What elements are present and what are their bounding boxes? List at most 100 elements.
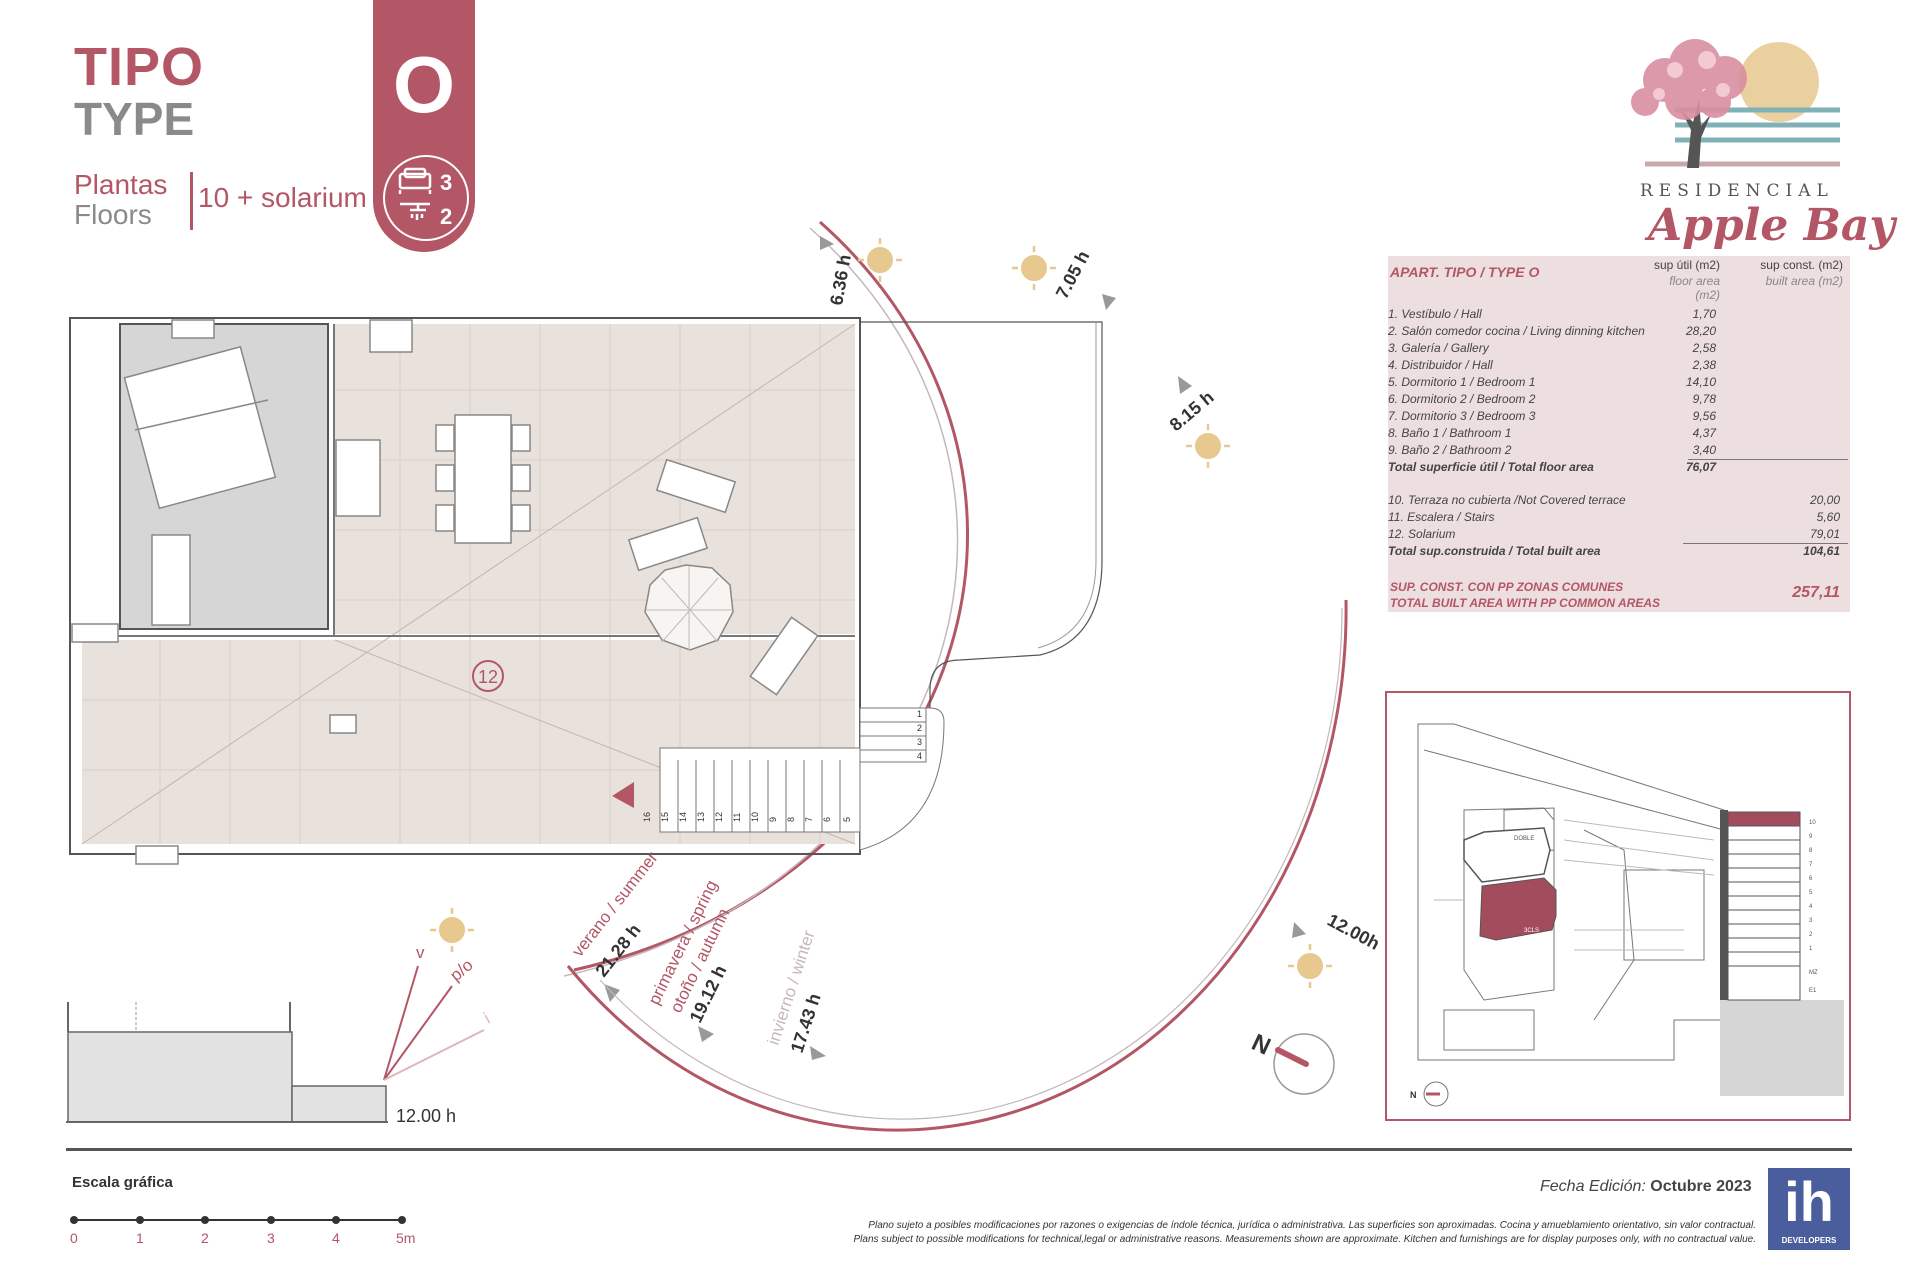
- stair-step: 5: [842, 817, 852, 822]
- room-label: 8. Baño 1 / Bathroom 1: [1388, 426, 1512, 440]
- keyplan-north: N: [1410, 1090, 1417, 1100]
- ray-label-po: p/o: [446, 955, 476, 985]
- brand-word: RESIDENCIAL: [1640, 181, 1834, 201]
- room-label: 7. Dormitorio 3 / Bedroom 3: [1388, 409, 1536, 423]
- keyplan-floor-label: 2: [1809, 932, 1813, 938]
- sun-marker-icon: [698, 1026, 714, 1042]
- scale-label: Escala gráfica: [72, 1174, 173, 1191]
- floors-label-en: Floors: [74, 199, 152, 230]
- table-row: 10. Terraza no cubierta /Not Covered ter…: [1388, 492, 1850, 509]
- col2-heading-es: sup const. (m2): [1760, 258, 1843, 272]
- sun-ray-spring: [383, 985, 453, 1081]
- scale-tick: 1: [136, 1230, 144, 1246]
- stair-step: 12: [714, 812, 724, 822]
- room-value: 1,70: [1692, 307, 1716, 321]
- stair-step: 4: [917, 751, 922, 761]
- extra-label: 12. Solarium: [1388, 527, 1456, 541]
- common-value: 257,11: [1792, 584, 1840, 601]
- scale-tick: 0: [70, 1230, 78, 1246]
- extra-value: 5,60: [1816, 510, 1840, 524]
- floor-plan: 12 1 2 3 4 16 15 14 13 12 11 10 9 8 7 6 …: [66, 220, 1383, 1132]
- disclaimer-en: Plans subject to possible modifications …: [853, 1234, 1756, 1245]
- shower-icon: [400, 202, 430, 220]
- table-row: 2. Salón comedor cocina / Living dinning…: [1388, 323, 1850, 340]
- stair-step: 16: [642, 812, 652, 822]
- stair-step: 9: [768, 817, 778, 822]
- sun-marker-icon: [1102, 294, 1116, 310]
- extra-value: 79,01: [1809, 527, 1840, 541]
- sun-marker-icon: [1178, 376, 1192, 394]
- divider: [1683, 543, 1848, 544]
- keyplan-floor-label: 10: [1809, 820, 1816, 826]
- room-value: 14,10: [1685, 375, 1716, 389]
- sun-time-2: 7.05 h: [1052, 247, 1094, 301]
- bathroom-count: 2: [440, 204, 453, 229]
- sun-ray-winter: [383, 1029, 485, 1081]
- room-number: 12: [478, 667, 498, 687]
- section-building: [67, 1031, 293, 1123]
- stair-step: 1: [917, 709, 922, 719]
- key-plan: DOBLE 3CLS 10 9 8 7 6 5 4 3 2 1 MZ E1 N: [1385, 691, 1851, 1121]
- extra-label: 11. Escalera / Stairs: [1388, 510, 1495, 524]
- room-marker: [472, 660, 504, 692]
- col1-heading-en: floor area (m2): [1669, 274, 1720, 302]
- keyplan-floor-label: 3: [1809, 918, 1813, 924]
- room-value: 3,40: [1692, 443, 1716, 457]
- area-table: APART. TIPO / TYPE O sup útil (m2) floor…: [1388, 256, 1850, 612]
- developer-logo-sub: DEVELOPERS: [1781, 1236, 1837, 1245]
- total-floor-value: 76,07: [1685, 460, 1716, 474]
- room-label: 3. Galería / Gallery: [1388, 341, 1489, 355]
- stair-step: 15: [660, 812, 670, 822]
- edition-date: Fecha Edición: Octubre 2023: [1540, 1178, 1752, 1196]
- sun-time-4: 12.00h: [1324, 910, 1383, 954]
- keyplan-floor-label: MZ: [1809, 970, 1818, 976]
- stair-step: 11: [732, 813, 742, 822]
- stair-step: 2: [917, 723, 922, 733]
- sun-time-3: 8.15 h: [1166, 387, 1218, 435]
- stair-step: 3: [917, 737, 922, 747]
- disclaimer-es: Plano sujeto a posibles modificaciones p…: [868, 1220, 1756, 1231]
- bed-icon: [398, 167, 432, 194]
- stair-step: 13: [696, 812, 706, 822]
- table-title: APART. TIPO / TYPE O: [1390, 264, 1540, 280]
- stair-step: 14: [678, 812, 688, 822]
- sun-marker-icon: [820, 236, 834, 250]
- table-row: 7. Dormitorio 3 / Bedroom 3 9,56: [1388, 408, 1850, 425]
- unit-floor-highlight: [1727, 811, 1801, 827]
- keyplan-floor-label: 4: [1809, 904, 1813, 910]
- divider: [1688, 459, 1848, 460]
- developer-logo: [1768, 1168, 1850, 1250]
- ray-label-i: i: [481, 1009, 494, 1027]
- sun-marker-icon: [1292, 922, 1306, 938]
- scale-bar: [70, 1216, 406, 1224]
- floors-value: 10 + solarium: [198, 182, 367, 213]
- footer-divider: [66, 1148, 1852, 1151]
- stair-step: 6: [822, 817, 832, 822]
- keyplan-floor-label: 7: [1809, 862, 1813, 868]
- ray-label-v: v: [416, 943, 425, 962]
- scale-tick: 4: [332, 1230, 340, 1246]
- date-value: Octubre 2023: [1650, 1178, 1752, 1195]
- solarium-area: [335, 324, 855, 634]
- room-value: 9,78: [1692, 392, 1716, 406]
- room-label: 6. Dormitorio 2 / Bedroom 2: [1388, 392, 1536, 406]
- room-label: 5. Dormitorio 1 / Bedroom 1: [1388, 375, 1536, 389]
- date-label: Fecha Edición:: [1540, 1178, 1646, 1195]
- type-letter: O: [392, 40, 456, 129]
- room-value: 9,56: [1692, 409, 1716, 423]
- unit-tag: DOBLE: [1514, 836, 1534, 842]
- total-floor-row: Total superficie útil / Total floor area…: [1388, 459, 1850, 476]
- extra-value: 20,00: [1809, 493, 1840, 507]
- room-value: 28,20: [1685, 324, 1716, 338]
- floors-divider: [190, 172, 193, 230]
- keyplan-floor-label: E1: [1809, 988, 1817, 994]
- table-row: 5. Dormitorio 1 / Bedroom 1 14,10: [1388, 374, 1850, 391]
- compass-north: N: [1247, 1029, 1274, 1061]
- common-label-es: SUP. CONST. CON PP ZONAS COMUNES: [1390, 580, 1624, 594]
- room-count-badge: [383, 155, 469, 241]
